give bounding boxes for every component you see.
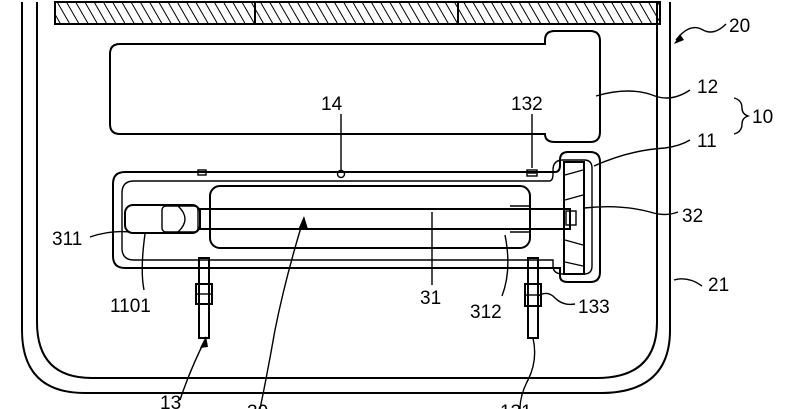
label-131: 131 [500,402,532,409]
cap-32 [563,161,585,275]
component-12 [109,30,601,143]
label-311: 311 [52,229,82,250]
label-12: 12 [697,77,718,98]
frame-11 [112,151,601,283]
element-14-marker [336,169,346,179]
clip-right [524,257,542,339]
label-312: 312 [470,302,502,323]
chamber [209,185,531,249]
block-311 [124,204,201,234]
label-132: 132 [511,94,543,115]
label-11: 11 [697,131,717,152]
clip-left [195,257,213,339]
label-31: 31 [420,288,441,309]
label-14: 14 [321,94,343,115]
label-13: 13 [160,393,181,409]
hatched-top-strip [54,1,661,25]
label-133: 133 [578,297,610,318]
label-30: 30 [247,402,268,409]
leader-lines [89,23,751,409]
rod-31 [199,205,571,233]
label-1101: 1101 [110,296,151,317]
label-20: 20 [729,16,750,37]
label-10: 10 [752,107,773,128]
label-32: 32 [682,206,703,227]
label-21: 21 [708,275,729,296]
housing-20 [21,2,671,394]
